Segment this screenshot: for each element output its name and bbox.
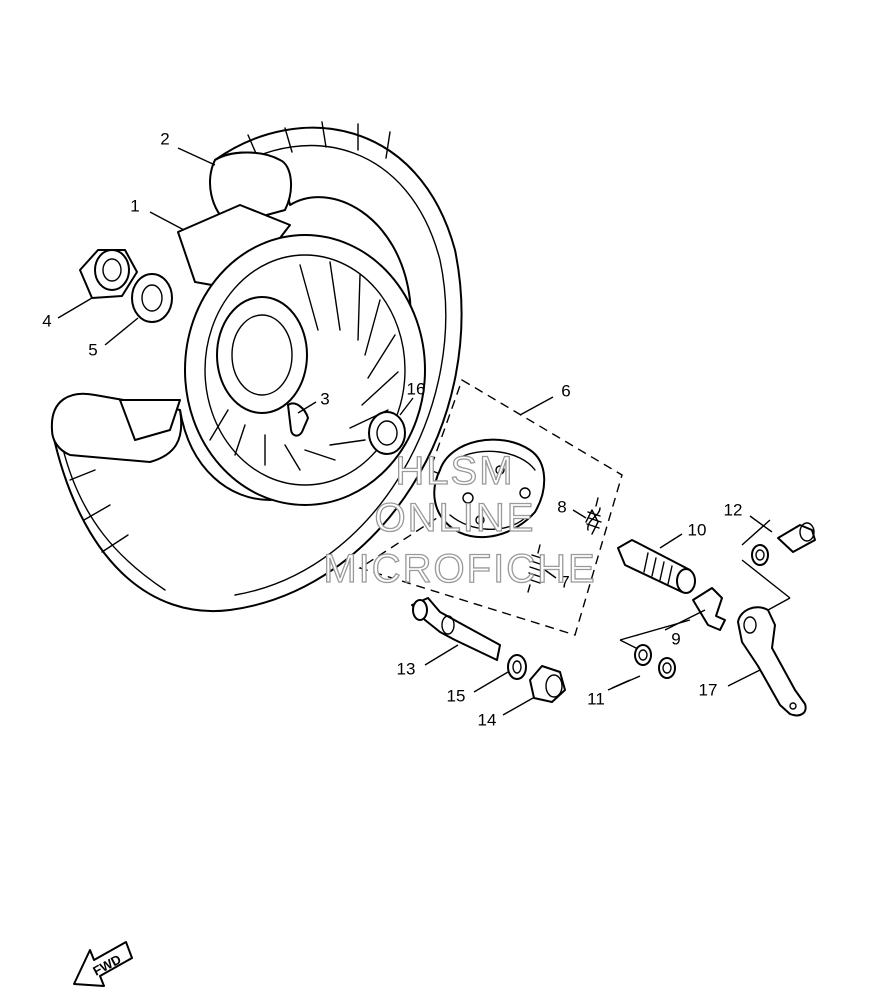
camshaft [617,539,696,594]
watermark: HLSM ONLINE MICROFICHE [323,448,596,591]
watermark-line-3: MICROFICHE [323,547,596,591]
callout-labels: 1 2 3 4 5 6 7 8 9 10 11 12 13 14 15 16 1… [42,129,742,729]
axle-nut [79,249,138,299]
callout-8: 8 [557,497,566,516]
callout-6: 6 [561,381,570,400]
callout-4: 4 [42,311,51,330]
brake-shoes [433,438,546,539]
watermark-line-1: HLSM [395,449,514,493]
o-ring-upper [634,644,652,666]
wheel-rim [119,204,426,506]
callout-14: 14 [478,710,497,729]
bolt-washer [751,544,769,566]
callout-10: 10 [688,520,707,539]
callout-17: 17 [699,680,718,699]
callout-5: 5 [88,340,97,359]
callout-13: 13 [397,659,416,678]
bolt [777,522,816,553]
hub-nut [529,665,566,703]
brake-shoe-assembly-box [358,378,623,636]
leader-lines [57,147,773,716]
callout-11: 11 [587,689,605,708]
brake-arm [737,606,807,717]
fwd-label: FWD [90,952,123,979]
callout-12: 12 [724,500,743,519]
washer [131,273,173,323]
collar [507,654,527,680]
spring-lower [527,544,545,593]
watermark-line-2: ONLINE [375,496,536,540]
axle [411,597,501,661]
callout-15: 15 [447,686,466,705]
o-ring-lower [658,657,676,679]
callout-3: 3 [320,389,329,408]
callout-2: 2 [160,129,169,148]
fwd-arrow-icon: FWD [73,941,133,987]
indicator-plate [692,587,726,631]
brake-arm-frame [741,519,791,611]
callout-7: 7 [560,572,569,591]
callout-9: 9 [671,629,680,648]
valve [287,402,309,437]
seal [368,411,406,455]
callout-1: 1 [130,196,139,215]
spring-upper [585,497,602,535]
callout-16: 16 [407,379,426,398]
